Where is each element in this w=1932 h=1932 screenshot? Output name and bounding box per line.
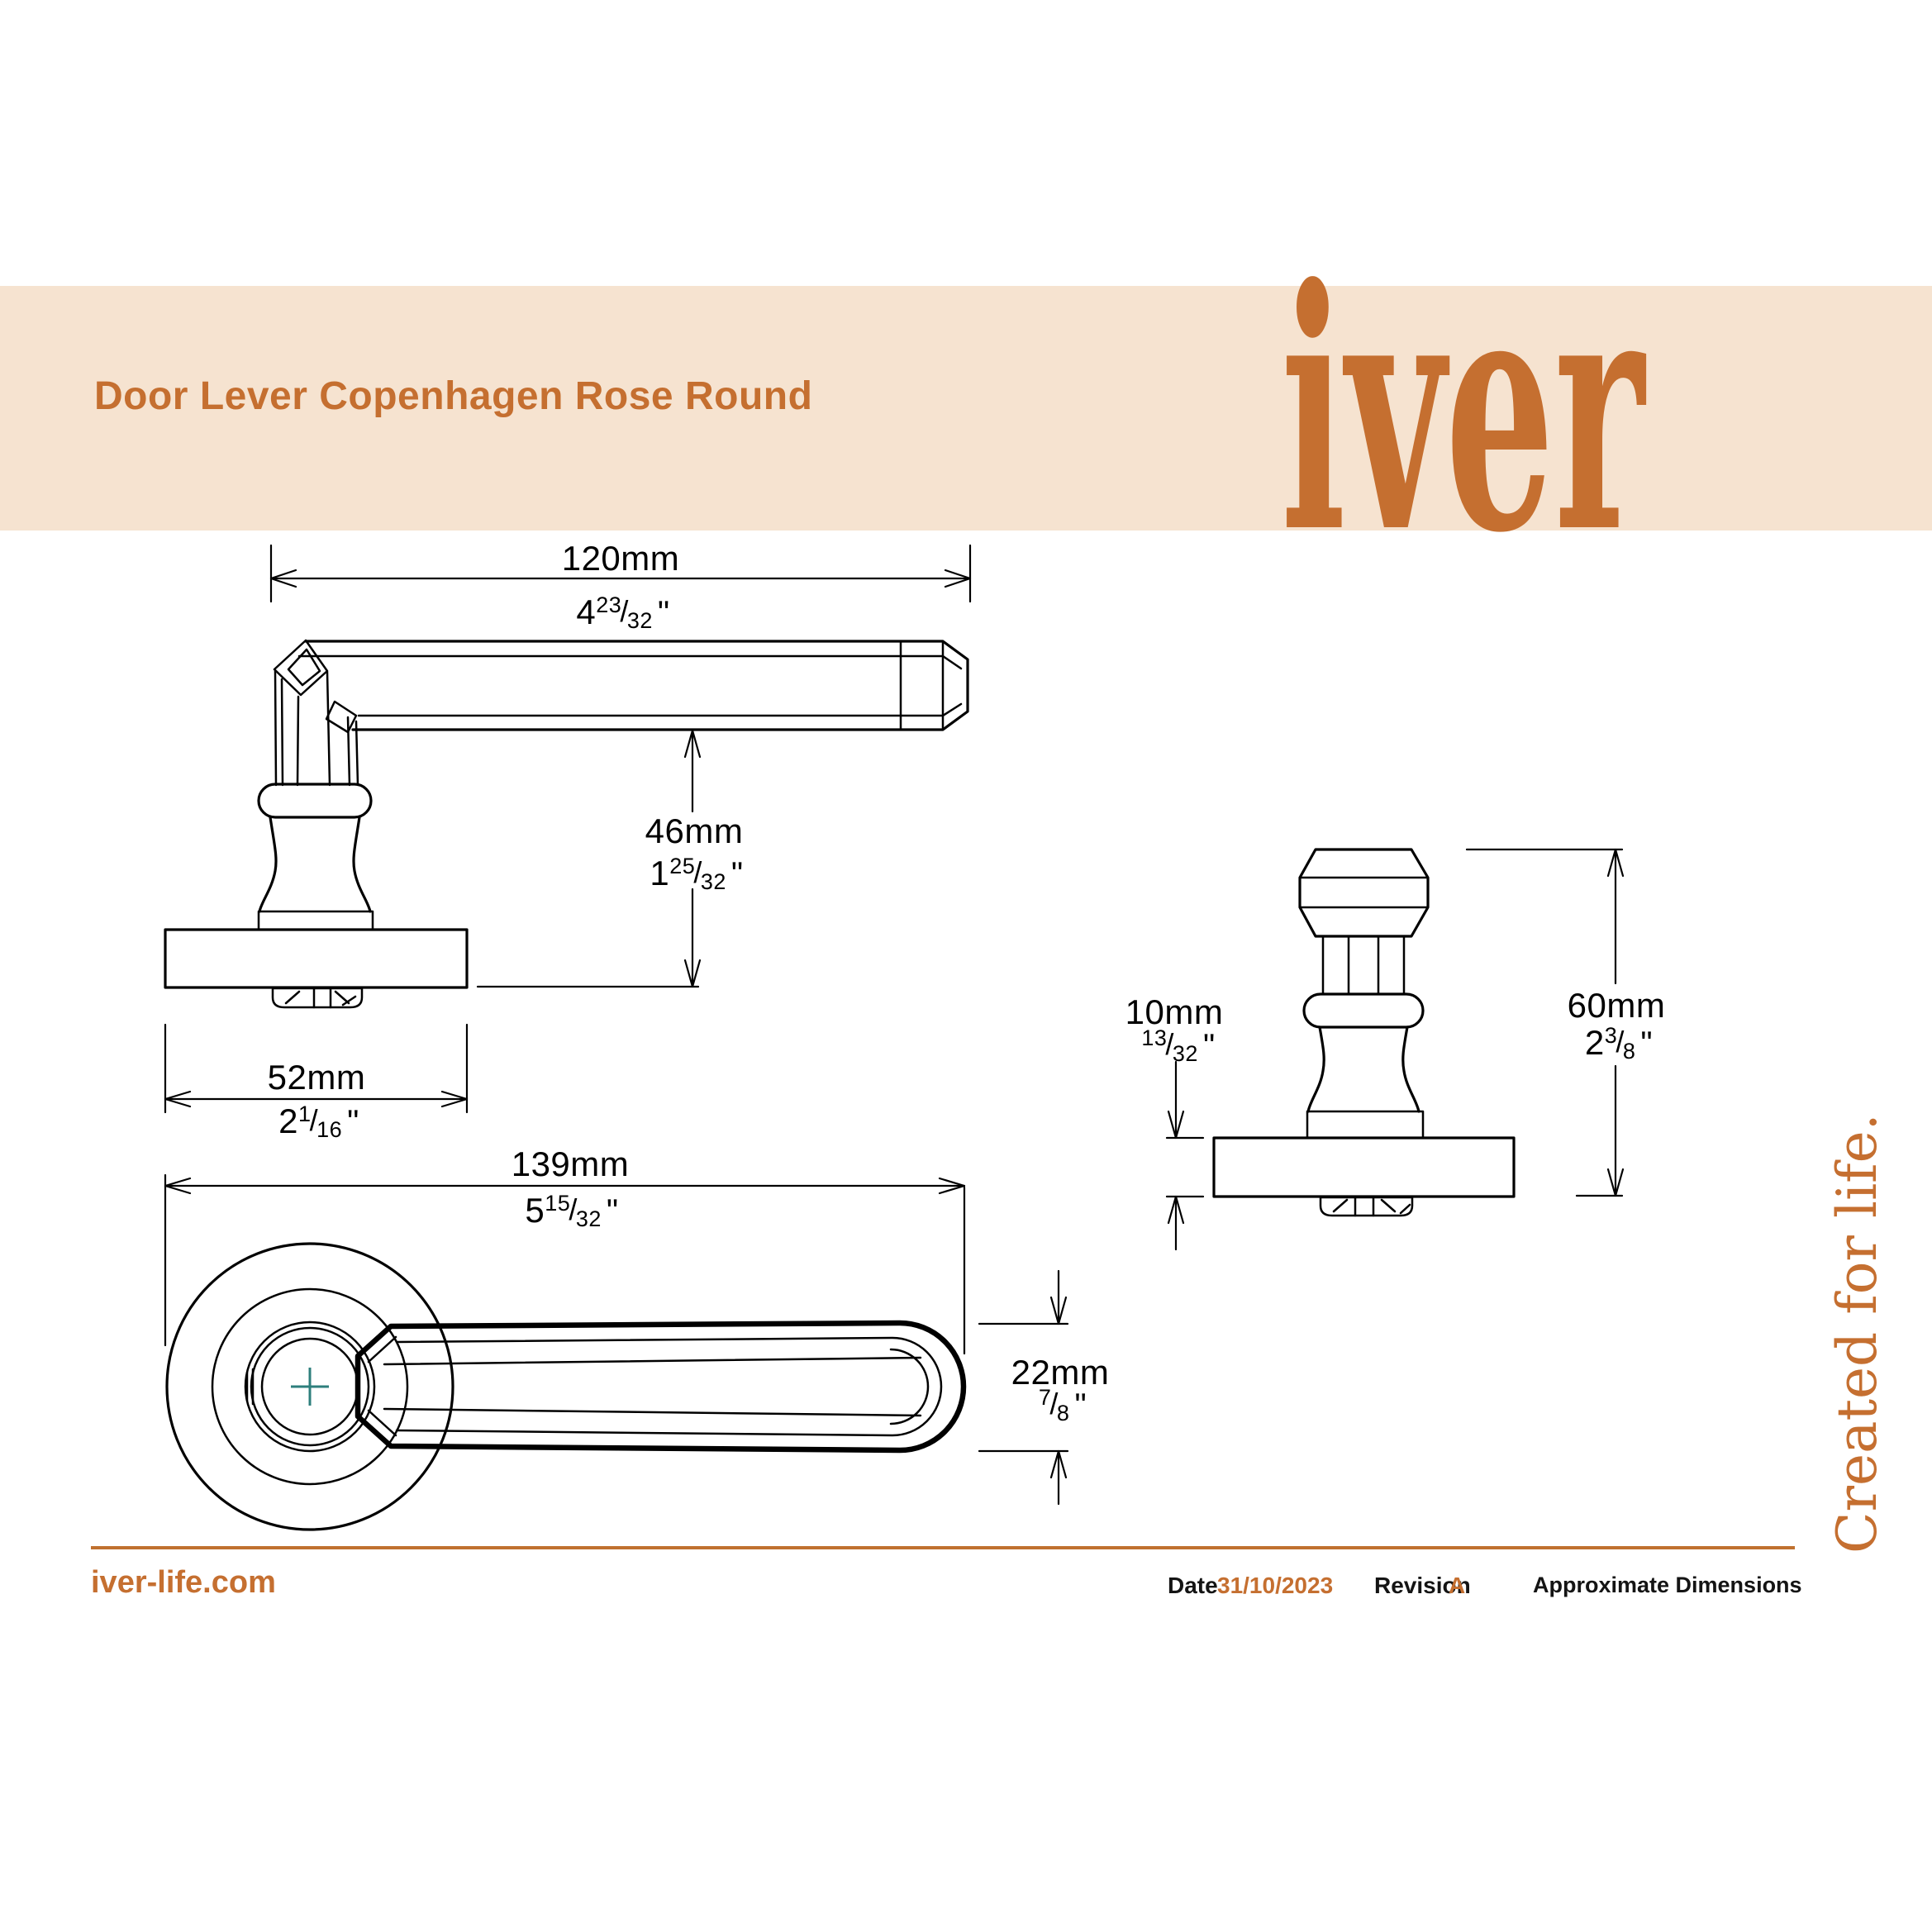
dim-rose-diameter-inch: 21/16" [278,1102,359,1142]
footer-divider [91,1546,1795,1549]
dim-knob-height-lines [1465,848,1625,1197]
front-view-drawing [165,1242,967,1531]
end-view-drawing [1212,848,1516,1217]
brand-tagline: Created for life. [1825,1113,1889,1554]
dim-lever-width-lines [978,1269,1069,1506]
dim-rose-diameter-mm: 52mm [267,1058,366,1097]
website-link[interactable]: iver-life.com [91,1565,276,1600]
dim-lever-width-inch: 7/8" [1038,1385,1087,1425]
dim-lever-length-mm: 120mm [561,539,680,578]
dim-overall-length-lines [164,1173,966,1355]
dim-lever-length-inch: 423/32" [576,592,670,633]
dim-lever-width-mm: 22mm [1011,1353,1110,1392]
dim-lever-length-lines [269,544,972,603]
side-view-drawing [164,639,969,1009]
dim-knob-height-inch: 23/8" [1584,1023,1654,1064]
dim-knob-height-mm: 60mm [1567,986,1666,1025]
revision-value: A [1449,1573,1466,1598]
center-mark [291,1368,329,1406]
revision-label: Revision [1374,1573,1471,1598]
brand-logo: iver [1281,217,1648,606]
dim-rose-height-mm: 10mm [1125,992,1224,1031]
dim-overall-length-inch: 515/32" [525,1191,619,1231]
date-value: 31/10/2023 [1217,1573,1334,1598]
dim-projection-mm: 46mm [645,811,744,850]
dim-projection-lines [476,729,702,988]
dim-overall-length-mm: 139mm [511,1144,630,1183]
dim-rose-diameter-lines [164,1023,469,1114]
page-title: Door Lever Copenhagen Rose Round [94,374,813,418]
dim-projection-inch: 125/32" [650,854,744,894]
header-band [0,286,1932,531]
approximate-dimensions-note: Approximate Dimensions [1533,1573,1802,1597]
date-label: Date [1168,1573,1218,1598]
dim-rose-height-lines [1165,1060,1205,1251]
dim-rose-height-inch: 13/32" [1141,1025,1216,1066]
